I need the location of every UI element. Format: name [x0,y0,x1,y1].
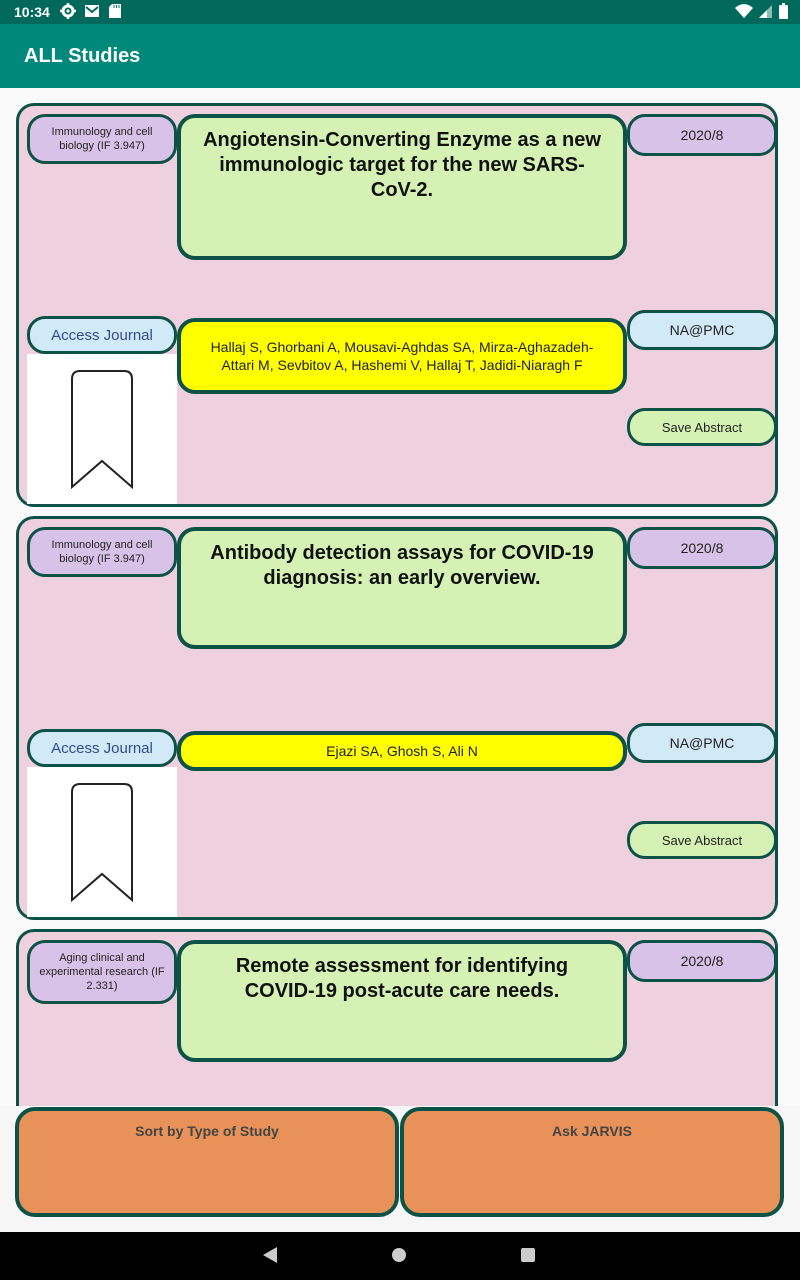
access-journal-button[interactable]: Access Journal [27,729,177,767]
study-card: Immunology and cell biology (IF 3.947) A… [16,516,778,920]
back-icon[interactable] [262,1246,278,1264]
studies-list[interactable]: Immunology and cell biology (IF 3.947) A… [0,88,800,1106]
journal-name: Aging clinical and experimental research… [27,940,177,1004]
journal-name: Immunology and cell biology (IF 3.947) [27,527,177,577]
study-card: Aging clinical and experimental research… [16,929,778,1106]
save-abstract-button[interactable]: Save Abstract [627,408,777,446]
sd-card-icon [109,4,121,18]
settings-icon [60,3,76,19]
access-journal-button[interactable]: Access Journal [27,316,177,354]
wifi-icon [735,4,753,18]
sort-by-type-button[interactable]: Sort by Type of Study [15,1107,399,1217]
authors-list: Hallaj S, Ghorbani A, Mousavi-Aghdas SA,… [177,318,627,394]
page-title: ALL Studies [24,45,141,67]
recents-icon[interactable] [521,1248,535,1262]
authors-list: Ejazi SA, Ghosh S, Ali N [177,731,627,771]
status-system-icons [735,3,788,19]
study-title: Remote assessment for identifying COVID-… [177,940,627,1062]
navigation-bar [0,1232,800,1280]
bookmark-icon [71,370,133,489]
battery-icon [779,3,788,19]
app-bar: ALL Studies [0,24,800,88]
pmc-button[interactable]: NA@PMC [627,310,777,350]
status-time: 10:34 [14,4,50,20]
bookmark-button[interactable] [27,767,177,917]
ask-jarvis-button[interactable]: Ask JARVIS [400,1107,784,1217]
study-card: Immunology and cell biology (IF 3.947) A… [16,103,778,507]
signal-icon [759,5,772,18]
publication-date: 2020/8 [627,114,777,156]
save-abstract-button[interactable]: Save Abstract [627,821,777,859]
study-title: Antibody detection assays for COVID-19 d… [177,527,627,649]
status-notification-icons [60,3,122,19]
bookmark-icon [71,783,133,902]
publication-date: 2020/8 [627,940,777,982]
gmail-icon [85,5,99,17]
pmc-button[interactable]: NA@PMC [627,723,777,763]
journal-name: Immunology and cell biology (IF 3.947) [27,114,177,164]
publication-date: 2020/8 [627,527,777,569]
bookmark-button[interactable] [27,354,177,504]
bottom-action-bar: Sort by Type of Study Ask JARVIS [0,1106,800,1232]
status-bar: 10:34 [0,0,800,24]
study-title: Angiotensin-Converting Enzyme as a new i… [177,114,627,260]
home-icon[interactable] [392,1248,406,1262]
